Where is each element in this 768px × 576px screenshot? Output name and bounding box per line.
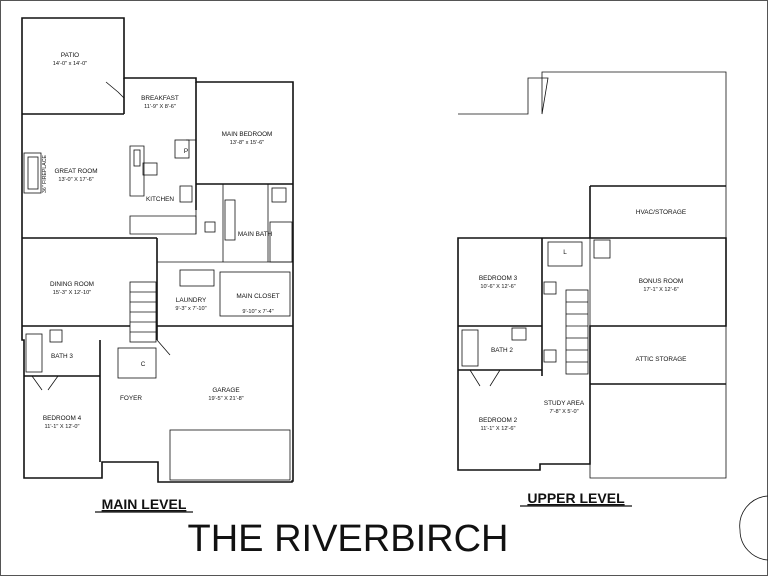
room-dim-bonus-room: 17'-1" X 12'-6" [643, 287, 678, 293]
room-dim-great-room: 13'-0" X 17'-6" [58, 177, 93, 183]
room-label-main-closet: MAIN CLOSET [236, 293, 279, 300]
room-label-dining-room: DINING ROOM [50, 281, 94, 288]
room-label-bedroom4: BEDROOM 4 [43, 415, 82, 422]
room-label-bedroom2: BEDROOM 2 [479, 417, 518, 424]
room-dim-main-closet: 9'-10" x 7'-4" [242, 309, 273, 315]
plan-title: THE RIVERBIRCH [188, 518, 509, 560]
room-dim-bedroom2: 11'-1" X 12'-6" [481, 426, 516, 432]
room-dim-main-bedroom: 13'-8" x 15'-6" [230, 140, 264, 146]
room-label-attic-storage: ATTIC STORAGE [636, 356, 687, 363]
room-label-laundry: LAUNDRY [176, 297, 207, 304]
room-dim-laundry: 9'-3" x 7'-10" [175, 306, 206, 312]
room-dim-bedroom3: 10'-6" X 12'-6" [480, 284, 515, 290]
emblem-mark [739, 495, 768, 561]
room-label-bath2: BATH 2 [491, 347, 513, 354]
room-dim-dining-room: 15'-3" X 12'-10" [53, 290, 91, 296]
room-label-foyer: FOYER [120, 395, 142, 402]
room-label-great-room: GREAT ROOM [54, 168, 97, 175]
room-label-garage: GARAGE [212, 387, 239, 394]
room-label-bath3: BATH 3 [51, 353, 73, 360]
room-label-kitchen: KITCHEN [146, 196, 174, 203]
room-dim-bedroom4: 11'-1" X 12'-0" [45, 424, 80, 430]
linen-label: L [563, 249, 567, 256]
room-label-patio: PATIO [61, 52, 79, 59]
room-label-study-area: STUDY AREA [544, 400, 585, 407]
room-dim-patio: 14'-0" x 14'-0" [53, 61, 87, 67]
upper-exterior-wall [457, 237, 727, 471]
room-label-hvac: HVAC/STORAGE [636, 209, 686, 216]
room-label-bedroom3: BEDROOM 3 [479, 275, 518, 282]
room-label-bonus-room: BONUS ROOM [639, 278, 683, 285]
fireplace-label: 36" FIREPLACE [42, 155, 48, 193]
room-dim-breakfast: 11'-9" X 8'-6" [144, 104, 176, 110]
main-level-heading: MAIN LEVEL [102, 496, 187, 512]
room-dim-garage: 19'-5" X 21'-8" [208, 396, 243, 402]
upper-level-heading: UPPER LEVEL [527, 490, 625, 506]
room-label-main-bedroom: MAIN BEDROOM [222, 131, 273, 138]
coat-closet-label: C [141, 361, 146, 368]
room-label-breakfast: BREAKFAST [141, 95, 179, 102]
main-level-plan [21, 17, 294, 483]
room-dim-study-area: 7'-8" X 5'-0" [549, 409, 578, 415]
room-label-main-bath: MAIN BATH [238, 231, 273, 238]
upper-attic-outline [458, 71, 727, 479]
main-exterior-wall [21, 17, 294, 483]
pantry-label: P [184, 148, 188, 155]
upper-level-plan [457, 71, 727, 479]
